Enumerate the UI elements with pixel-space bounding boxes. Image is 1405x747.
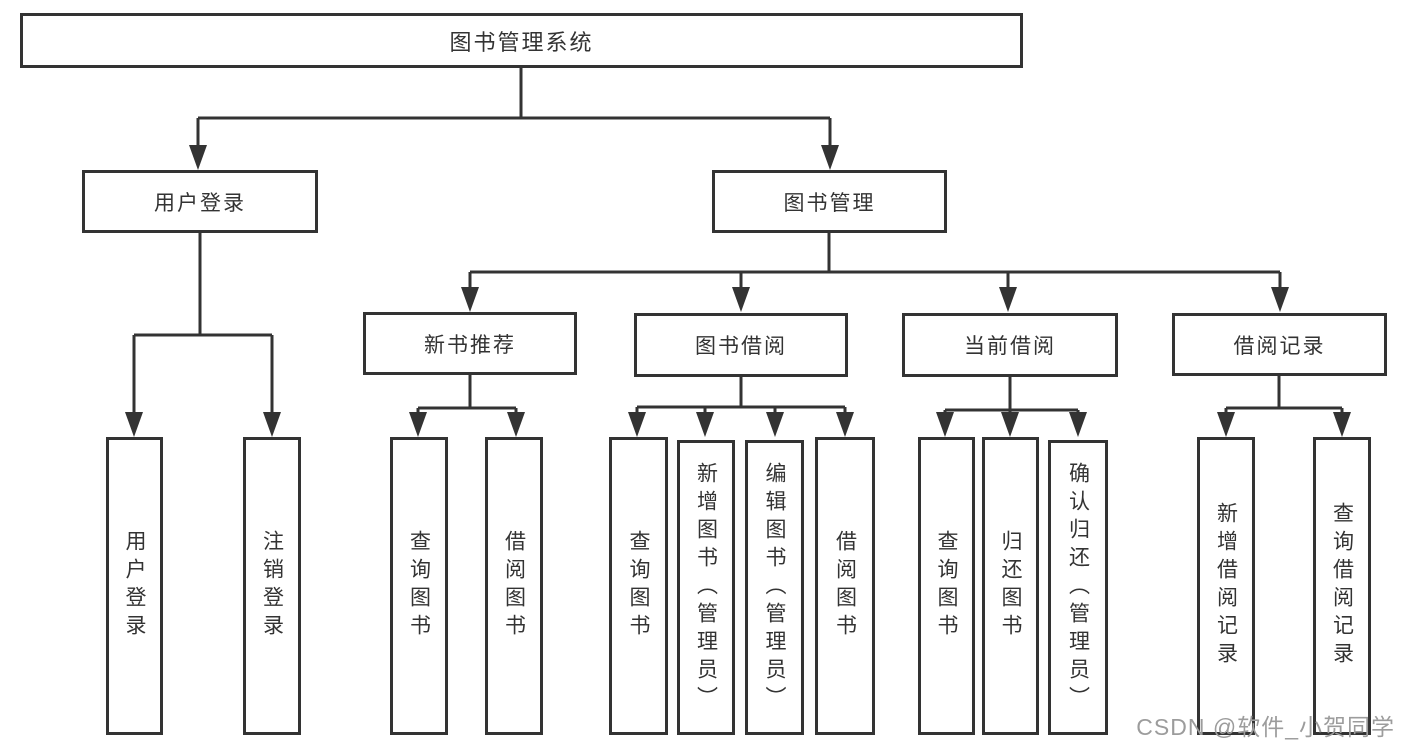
- leaf-records-add-record: 新增借阅记录: [1197, 437, 1255, 735]
- node-book-management: 图书管理: [712, 170, 947, 233]
- node-book-borrowing: 图书借阅: [634, 313, 848, 377]
- node-borrowing-records: 借阅记录: [1172, 313, 1387, 376]
- leaf-newbook-query-books: 查询图书: [390, 437, 448, 735]
- node-current-borrowing: 当前借阅: [902, 313, 1118, 377]
- leaf-newbook-borrow-books: 借阅图书: [485, 437, 543, 735]
- leaf-borrowing-edit-books-admin: 编辑图书（管理员）: [745, 440, 804, 735]
- leaf-current-confirm-return-admin: 确认归还（管理员）: [1048, 440, 1108, 735]
- node-new-book-recommend: 新书推荐: [363, 312, 577, 375]
- leaf-user-login: 用户登录: [106, 437, 163, 735]
- leaf-borrowing-query-books: 查询图书: [609, 437, 668, 735]
- leaf-borrowing-add-books-admin: 新增图书（管理员）: [677, 440, 735, 735]
- leaf-logout: 注销登录: [243, 437, 301, 735]
- leaf-current-return-books: 归还图书: [982, 437, 1039, 735]
- node-library-system: 图书管理系统: [20, 13, 1023, 68]
- leaf-borrowing-borrow-books: 借阅图书: [815, 437, 875, 735]
- node-user-login: 用户登录: [82, 170, 318, 233]
- csdn-watermark: CSDN @软件_小贺同学: [1136, 714, 1395, 740]
- leaf-current-query-books: 查询图书: [918, 437, 975, 735]
- leaf-records-query-record: 查询借阅记录: [1313, 437, 1371, 735]
